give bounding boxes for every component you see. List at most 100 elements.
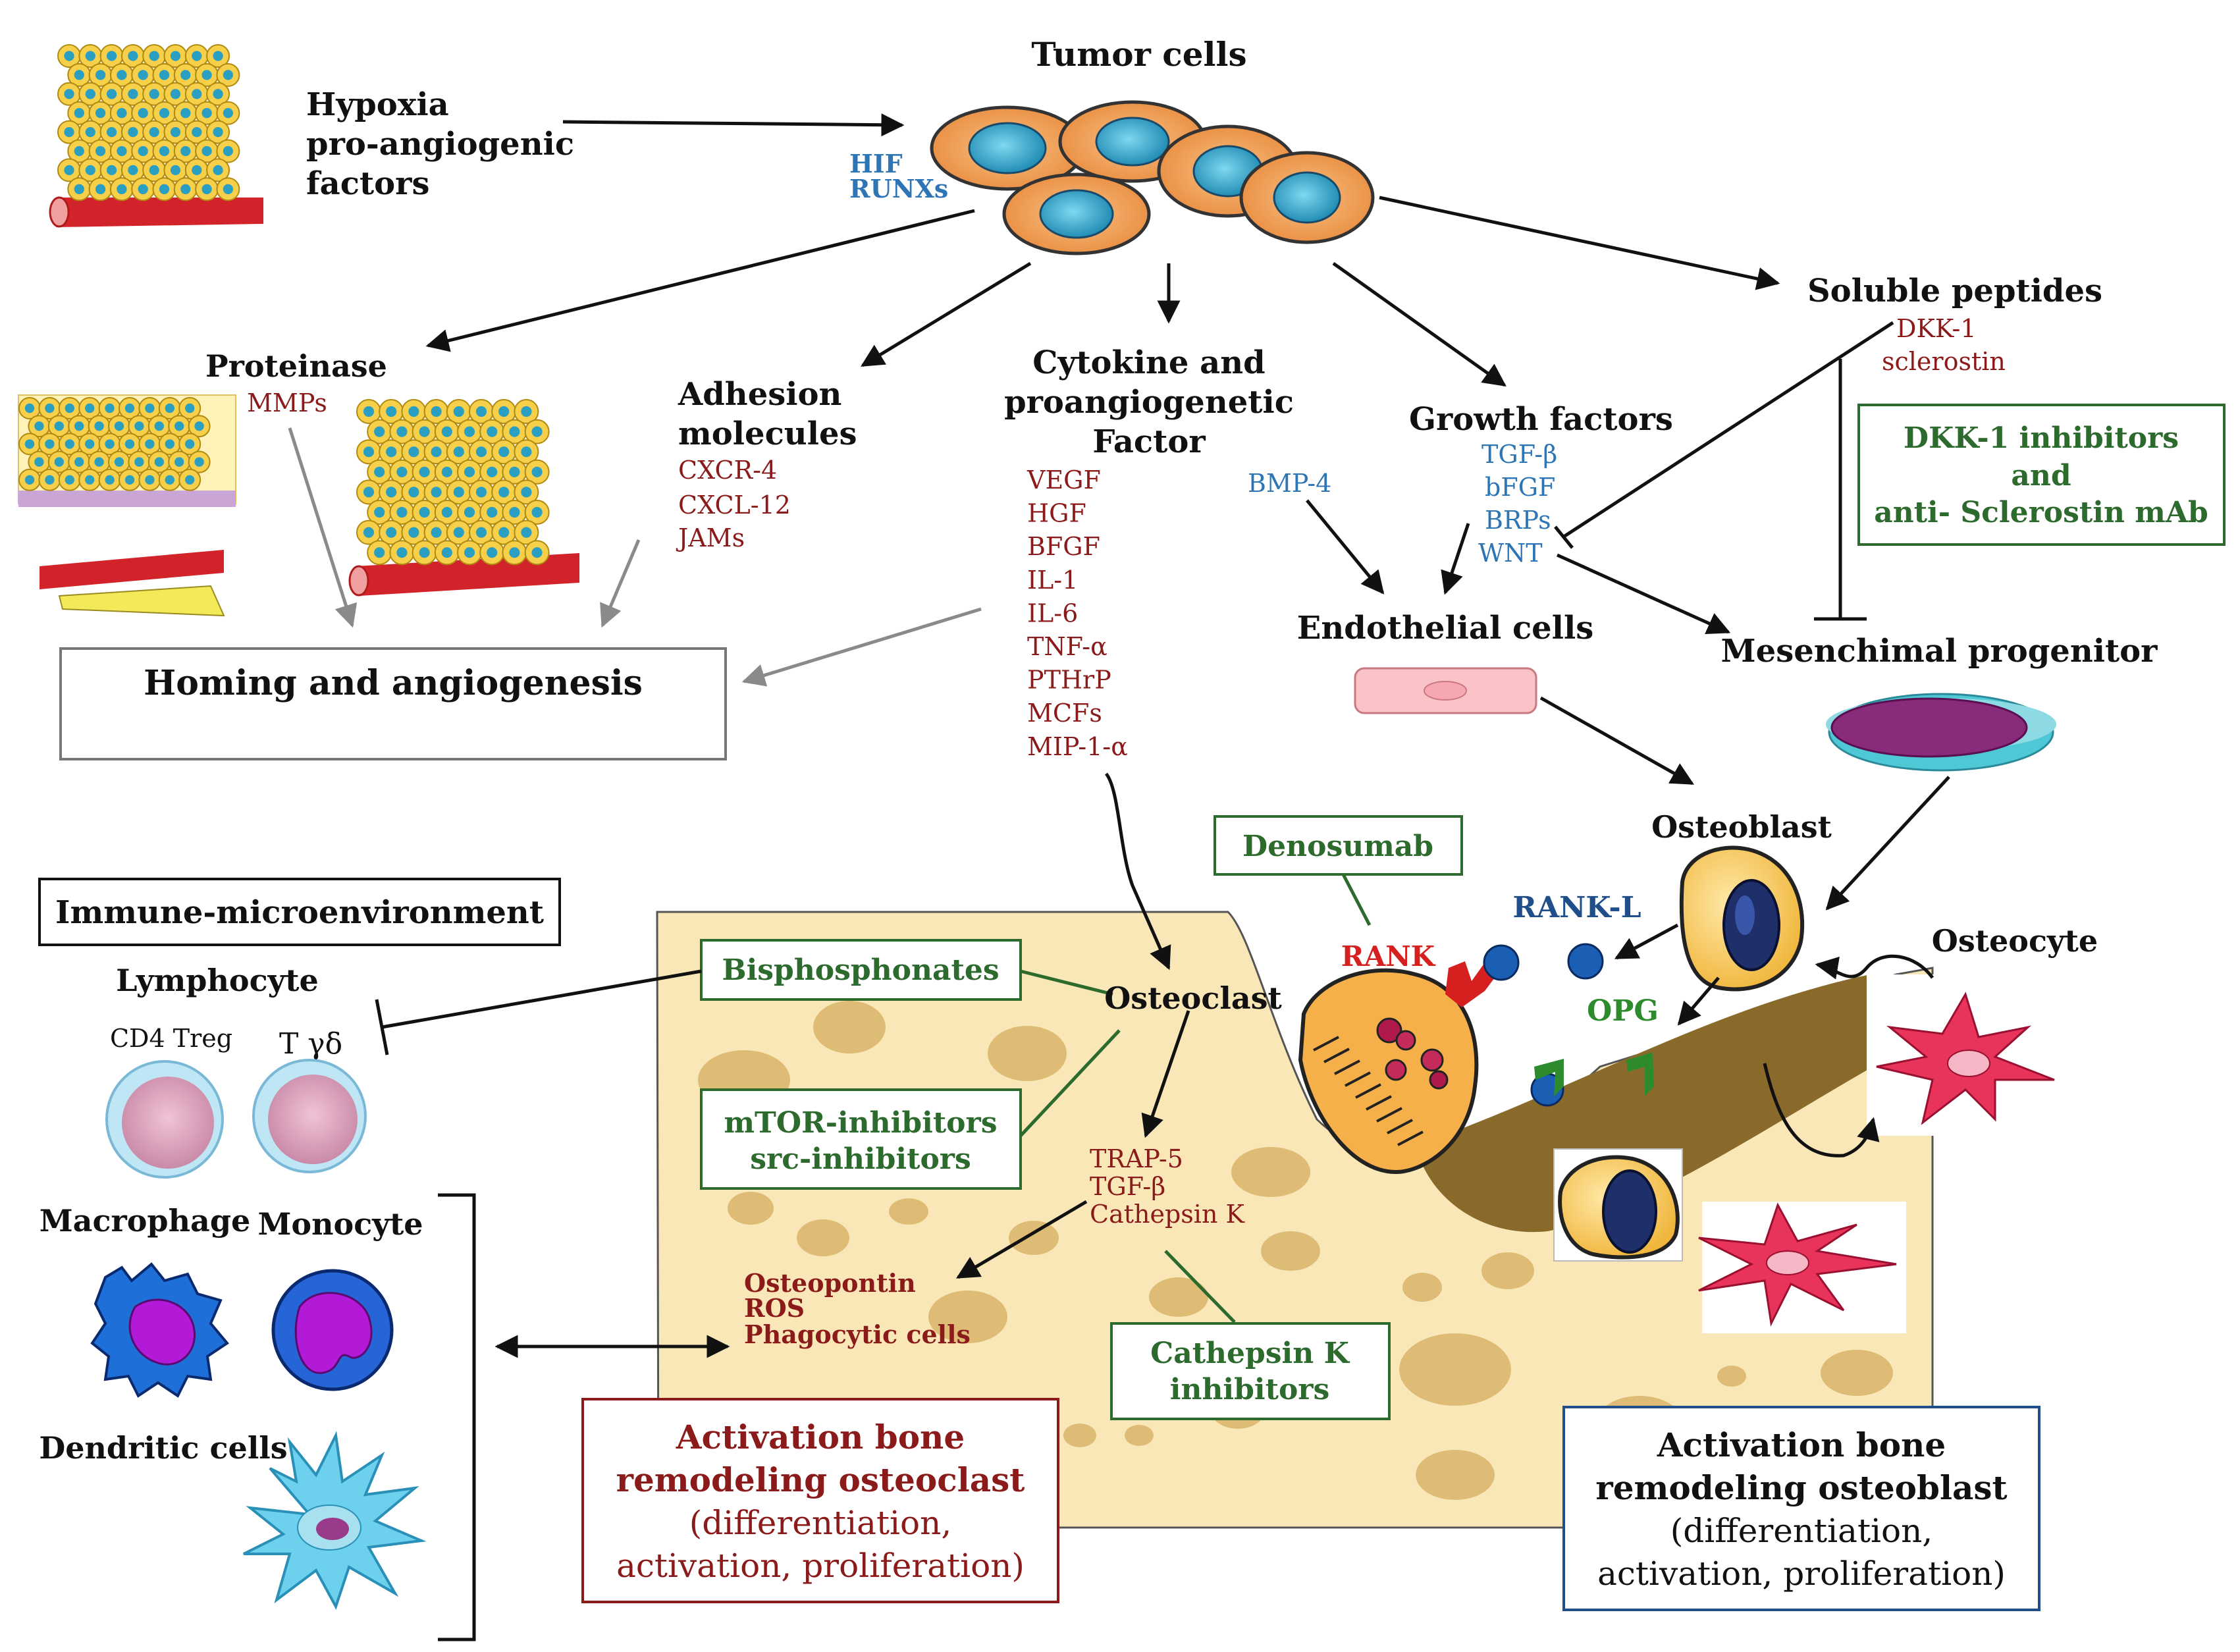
invading-tumor-cell-nucleus [165, 403, 174, 413]
hypoxia-tumor-cell-nucleus [117, 108, 127, 119]
invading-tumor-cell-nucleus [145, 403, 155, 413]
cytokine-item: PTHrP [1027, 666, 1111, 695]
mtor-inhibitors-box [700, 1088, 1022, 1190]
osteocyte-label: Osteocyte [1932, 923, 2098, 959]
hypoxia-tumor-cell-nucleus [180, 146, 191, 157]
invading-tumor-cell-nucleus [34, 421, 44, 431]
hypoxia-tumor-cell-nucleus [106, 89, 117, 99]
invading-tumor-cell-nucleus [45, 439, 55, 449]
invading-tumor-cell-nucleus [145, 439, 155, 449]
hypoxia-tumor-cell-nucleus [85, 89, 95, 99]
dkk1-box-line2: and [2011, 459, 2071, 493]
dkk1-box-line1: DKK-1 inhibitors [1904, 421, 2179, 455]
hypoxia-tumor-cell-nucleus [149, 89, 159, 99]
invading-tumor-cell-nucleus [85, 475, 95, 485]
hypoxia-tumor-cell-nucleus [85, 51, 95, 61]
endothelial-cell [1354, 667, 1537, 714]
bisphosphonates-box [700, 939, 1022, 1001]
runx-label: RUNXs [849, 174, 948, 203]
mesenchymal-progenitor-cell [1826, 693, 2056, 772]
angio-tumor-cell-nucleus [531, 506, 543, 518]
hypoxia-tumor-cell-nucleus [159, 70, 170, 80]
osteoclast-ruffled-border [1355, 1083, 1381, 1099]
angio-tumor-cell-nucleus [431, 487, 442, 498]
hypoxia-tumor-cell-nucleus [74, 184, 84, 194]
hypoxia-line3: factors [306, 165, 429, 202]
dendritic-cell [243, 1431, 427, 1610]
hypoxia-tumor-cell-nucleus [159, 184, 170, 194]
adhesion-item: CXCR-4 [678, 456, 777, 485]
angio-tumor-cell-nucleus [441, 466, 452, 477]
homing-label: Homing and angiogenesis [144, 663, 643, 703]
cathepsin-k-inhibitors-box [1110, 1322, 1391, 1420]
cytokine-item: IL-6 [1027, 599, 1078, 627]
angio-tumor-cell-nucleus [475, 406, 487, 417]
bone-resorption-pit [1231, 1147, 1310, 1197]
opg-label: OPG [1587, 994, 1659, 1028]
mtor-line2: src-inhibitors [750, 1142, 971, 1176]
osteopontin-label: Osteopontin [744, 1268, 916, 1298]
hypoxia-tumor-cell-nucleus [64, 51, 74, 61]
angio-tumor-cell-nucleus [374, 466, 385, 477]
bone-resorption-pit [1481, 1252, 1534, 1289]
hypoxia-tumor-cell-nucleus [64, 126, 74, 138]
dendritic-label: Dendritic cells [39, 1430, 287, 1466]
bone-resorption-pit [1821, 1350, 1893, 1396]
connector-arrows [288, 113, 1950, 1358]
hypoxia-tumor-cell-nucleus [149, 51, 159, 61]
hypoxia-tumor-cell-nucleus [117, 146, 127, 157]
bone-resorption-pit [1125, 1425, 1154, 1446]
invading-tumor-cell-nucleus [105, 403, 115, 413]
inhibition-connectors [375, 321, 1894, 1323]
ob-activation-line2: remodeling osteoblast [1595, 1468, 2007, 1507]
angio-tumor-cell-nucleus [498, 406, 510, 417]
growth-factor-item: WNT [1478, 539, 1543, 568]
oc-activation-line2: remodeling osteoclast [616, 1460, 1025, 1499]
bone-resorption-pit [813, 1001, 886, 1053]
invading-tumor-cell-nucleus [154, 457, 164, 467]
angio-tumor-cell-nucleus [509, 466, 520, 477]
homing-angiogenesis-box [59, 647, 727, 760]
angio-tumor-cell-nucleus [363, 487, 375, 498]
invading-tumor-cell-nucleus [74, 457, 84, 467]
cytokine-line3: Factor [1092, 423, 1206, 460]
angio-tumor-cell-nucleus [431, 406, 442, 417]
bone-resorption-pit [1063, 1424, 1096, 1447]
ob-activation-line1: Activation bone [1657, 1426, 1946, 1464]
angio-tumor-cell-nucleus [363, 406, 375, 417]
angio-tumor-cell-nucleus [419, 466, 430, 477]
rankl-label: RANK-L [1512, 891, 1641, 924]
bone-resorption-pit [889, 1198, 928, 1225]
angio-tumor-cell-nucleus [464, 426, 475, 437]
hypoxia-tumor-cell-nucleus [180, 108, 191, 119]
invading-tumor-cell-nucleus [54, 457, 65, 467]
dkk1-inhibitors-box [1857, 404, 2226, 546]
invading-tumor-cell-nucleus [114, 457, 124, 467]
macrophage-cell [90, 1262, 229, 1398]
angio-tumor-cell-nucleus [453, 487, 464, 498]
hypoxia-tumor-cell-nucleus [201, 184, 212, 194]
hypoxia-tumor-cell-nucleus [85, 126, 95, 138]
hypoxia-tumor-cell-nucleus [192, 165, 202, 176]
angio-tumor-cell-nucleus [386, 527, 397, 538]
angio-tumor-cell-nucleus [396, 506, 408, 518]
cytokine-item: MIP-1-α [1027, 732, 1128, 761]
cytokine-item: BFGF [1027, 532, 1100, 561]
hypoxia-tumor-cell-nucleus [192, 126, 202, 138]
osteoclast-activation-box [581, 1398, 1059, 1603]
invading-tumor-cell-nucleus [134, 457, 144, 467]
angio-tumor-cell-nucleus [487, 547, 498, 558]
invading-tumor-cell-nucleus [124, 475, 135, 485]
hypoxia-tumor-cell-nucleus [117, 70, 127, 80]
hypoxia-tumor-cell-nucleus [180, 70, 191, 80]
invading-tumor-cell-nucleus [165, 475, 174, 485]
hypoxia-tumor-cell-nucleus [201, 146, 212, 157]
invading-tumor-cell-nucleus [105, 475, 115, 485]
hypoxia-tumor-cell-nucleus [223, 108, 234, 119]
invading-tumor-cell-nucleus [114, 421, 124, 431]
angio-tumor-cell-nucleus [374, 426, 385, 437]
angio-tumor-cell-nucleus [386, 487, 397, 498]
invading-tumor-cell-nucleus [34, 457, 44, 467]
oc-activation-line1: Activation bone [676, 1418, 965, 1456]
